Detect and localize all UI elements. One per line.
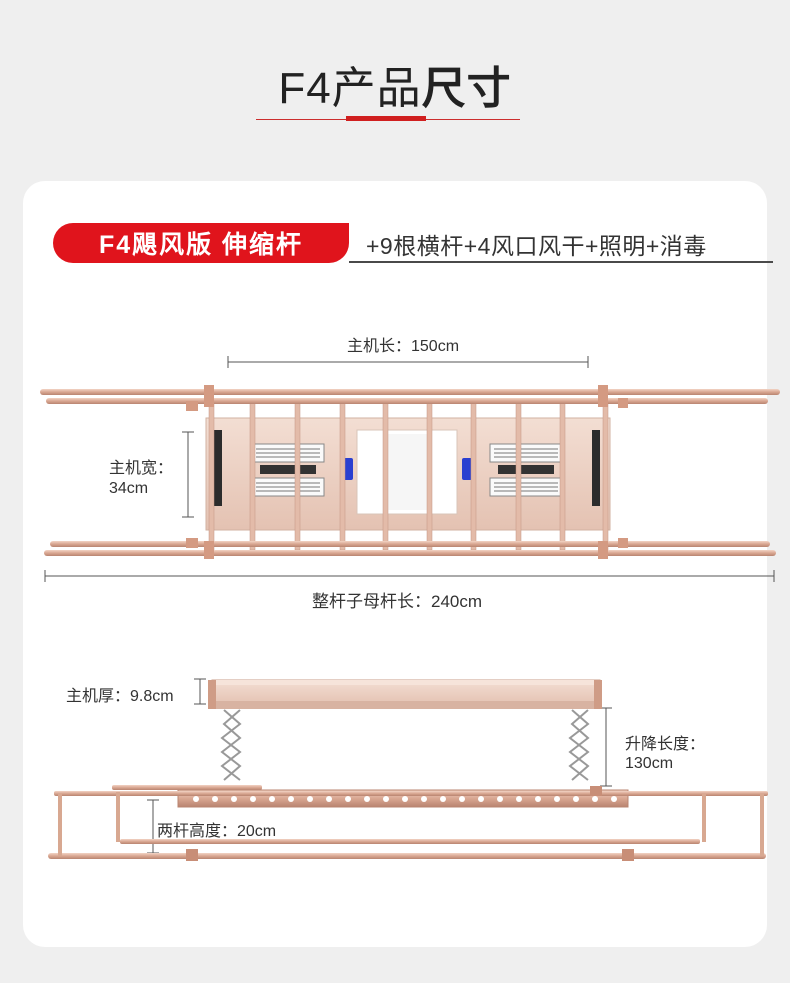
bottom-rod-lower (44, 550, 776, 556)
feature-list: +9根横杆+4风口风干+照明+消毒 (366, 233, 707, 259)
lift-length-label: 升降长度： (625, 736, 706, 753)
host-width-value: 34cm (109, 480, 149, 497)
host-width-dimension (182, 431, 194, 518)
top-rod-lower (46, 398, 768, 404)
total-length-dimension (44, 570, 775, 582)
host-end-right (592, 430, 600, 506)
side-rod-lower (48, 853, 766, 859)
host-thickness-dimension (194, 678, 206, 705)
host-thickness-label: 主机厚：9.8cm (66, 688, 174, 705)
side-view-diagram (48, 678, 768, 861)
page-title-bold: 尺寸 (421, 64, 512, 113)
top-rod-upper (40, 389, 780, 395)
uv-lamp-right (462, 458, 472, 480)
top-view-diagram (40, 356, 780, 582)
total-length-label: 整杆子母杆长：240cm (312, 592, 483, 611)
bottom-rod-upper (50, 541, 770, 547)
rod-height-label: 两杆高度：20cm (157, 823, 277, 840)
page-title-light: F4产品 (278, 64, 422, 113)
page-title: F4产品尺寸 (0, 52, 790, 116)
title-divider-accent (346, 116, 426, 121)
lift-dimension (600, 707, 612, 787)
uv-lamp-left (343, 458, 353, 480)
host-width-label: 主机宽： (109, 460, 174, 477)
badge-underline (349, 261, 773, 263)
side-rod-upper (54, 791, 768, 796)
product-card (23, 181, 767, 947)
scissor-lift-left (220, 709, 242, 781)
lift-length-value: 130cm (625, 755, 674, 772)
host-length-label: 主机长：150cm (347, 338, 460, 355)
product-badge: F4飓风版 伸缩杆 (53, 223, 349, 263)
host-end-left (214, 430, 222, 506)
scissor-lift-right (568, 709, 590, 781)
beam-holes (193, 796, 617, 802)
host-length-dimension (227, 356, 589, 368)
